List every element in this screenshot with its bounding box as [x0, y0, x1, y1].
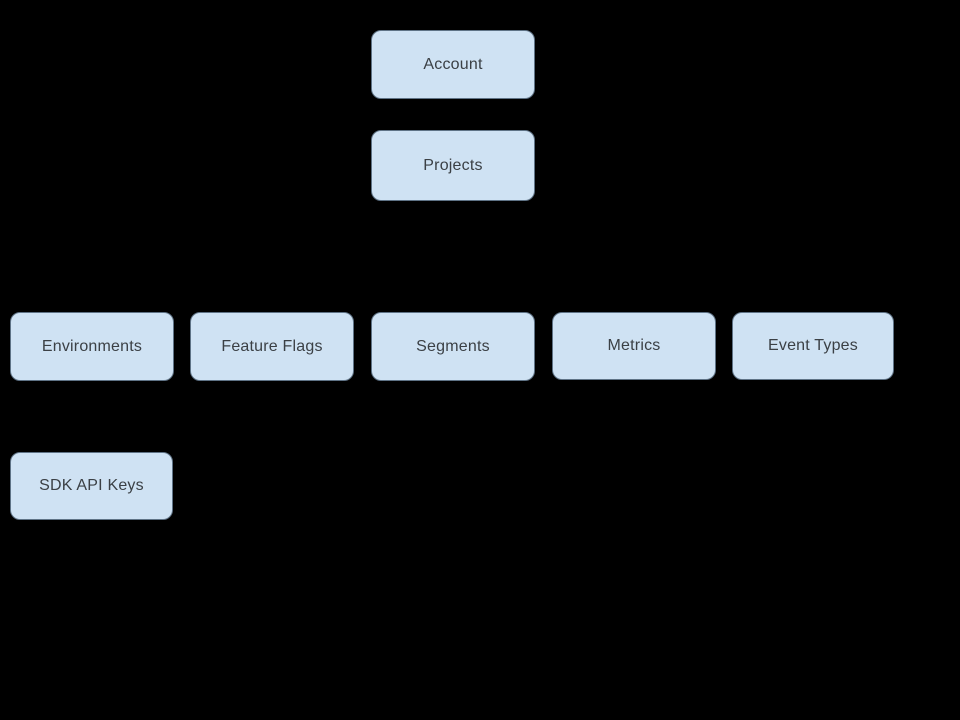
- node-metrics: Metrics: [552, 312, 716, 380]
- node-projects: Projects: [371, 130, 535, 201]
- node-environments: Environments: [10, 312, 174, 381]
- node-sdk-api-keys: SDK API Keys: [10, 452, 173, 520]
- node-account: Account: [371, 30, 535, 99]
- node-feature-flags: Feature Flags: [190, 312, 354, 381]
- node-event-types: Event Types: [732, 312, 894, 380]
- node-segments: Segments: [371, 312, 535, 381]
